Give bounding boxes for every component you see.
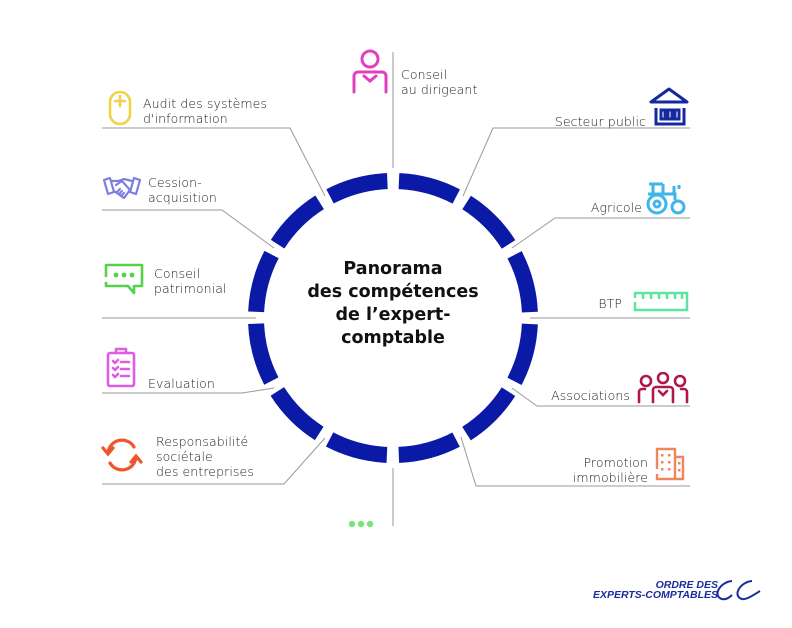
title-line-1: Panorama xyxy=(343,259,443,279)
connector-evaluation xyxy=(102,387,275,394)
title-line-3: de l’expert-comptable xyxy=(335,305,451,348)
label-line: Evaluation xyxy=(148,376,215,391)
label-line: acquisition xyxy=(148,190,217,205)
tractor-icon xyxy=(646,182,686,215)
label-line: Audit des systèmes xyxy=(143,96,268,111)
connector-lines xyxy=(102,52,690,526)
label-evaluation: Evaluation xyxy=(148,376,215,391)
label-line: Conseil xyxy=(401,67,448,82)
label-line: des entreprises xyxy=(156,464,254,479)
clipboard-checklist-icon xyxy=(106,347,136,388)
label-agricole: Agricole xyxy=(560,200,642,215)
label-line: Conseil xyxy=(154,266,201,281)
label-cession-acquisition: Cession- acquisition xyxy=(148,175,217,205)
group-icon xyxy=(637,372,689,404)
label-line: Secteur public xyxy=(554,114,646,129)
connector-audit-si xyxy=(102,127,326,197)
chat-bubble-icon xyxy=(104,263,144,295)
label-secteur-public: Secteur public xyxy=(520,114,646,129)
buildings-icon xyxy=(655,447,685,481)
label-line: Promotion xyxy=(583,455,648,470)
label-rse: Responsabilité sociétale des entreprises xyxy=(156,434,254,479)
label-line: Associations xyxy=(551,388,630,403)
connector-rse xyxy=(102,437,326,485)
connector-associations xyxy=(511,387,690,407)
label-line: Agricole xyxy=(590,200,642,215)
label-btp: BTP xyxy=(580,296,622,311)
label-associations: Associations xyxy=(530,388,630,403)
label-conseil-patrimonial: Conseil patrimonial xyxy=(154,266,227,296)
label-line: d'information xyxy=(143,111,228,126)
label-promotion-immobiliere: Promotion immobilière xyxy=(540,455,648,485)
label-line: patrimonial xyxy=(154,281,227,296)
handshake-icon xyxy=(102,176,142,200)
label-line: sociétale xyxy=(156,449,213,464)
logo-line-2: EXPERTS-COMPTABLES xyxy=(592,589,718,601)
connector-secteur-public xyxy=(462,127,690,197)
ordre-experts-comptables-logo: ORDRE DES EXPERTS-COMPTABLES xyxy=(578,579,718,601)
label-line: Cession- xyxy=(148,175,202,190)
mouse-icon xyxy=(108,90,132,126)
label-audit-si: Audit des systèmes d'information xyxy=(143,96,267,126)
title-line-2: des compétences xyxy=(307,282,479,302)
label-line: au dirigeant xyxy=(401,82,478,97)
logo-line-1: ORDRE DES xyxy=(655,579,718,591)
label-line: immobilière xyxy=(572,470,648,485)
person-icon xyxy=(352,49,388,94)
logo-cc-swoosh-icon xyxy=(716,580,761,601)
diagram-title: Panorama des compétences de l’expert-com… xyxy=(293,258,493,350)
more-dots-icon xyxy=(348,520,374,528)
ruler-icon xyxy=(633,291,689,312)
cycle-arrows-icon xyxy=(101,438,143,472)
label-conseil-dirigeant: Conseil au dirigeant xyxy=(401,67,477,97)
public-building-icon xyxy=(649,87,689,126)
label-line: BTP xyxy=(598,296,622,311)
label-line: Responsabilité xyxy=(156,434,249,449)
connector-cession xyxy=(102,209,275,249)
connector-agricole xyxy=(511,217,690,249)
connector-promotion xyxy=(460,436,690,487)
